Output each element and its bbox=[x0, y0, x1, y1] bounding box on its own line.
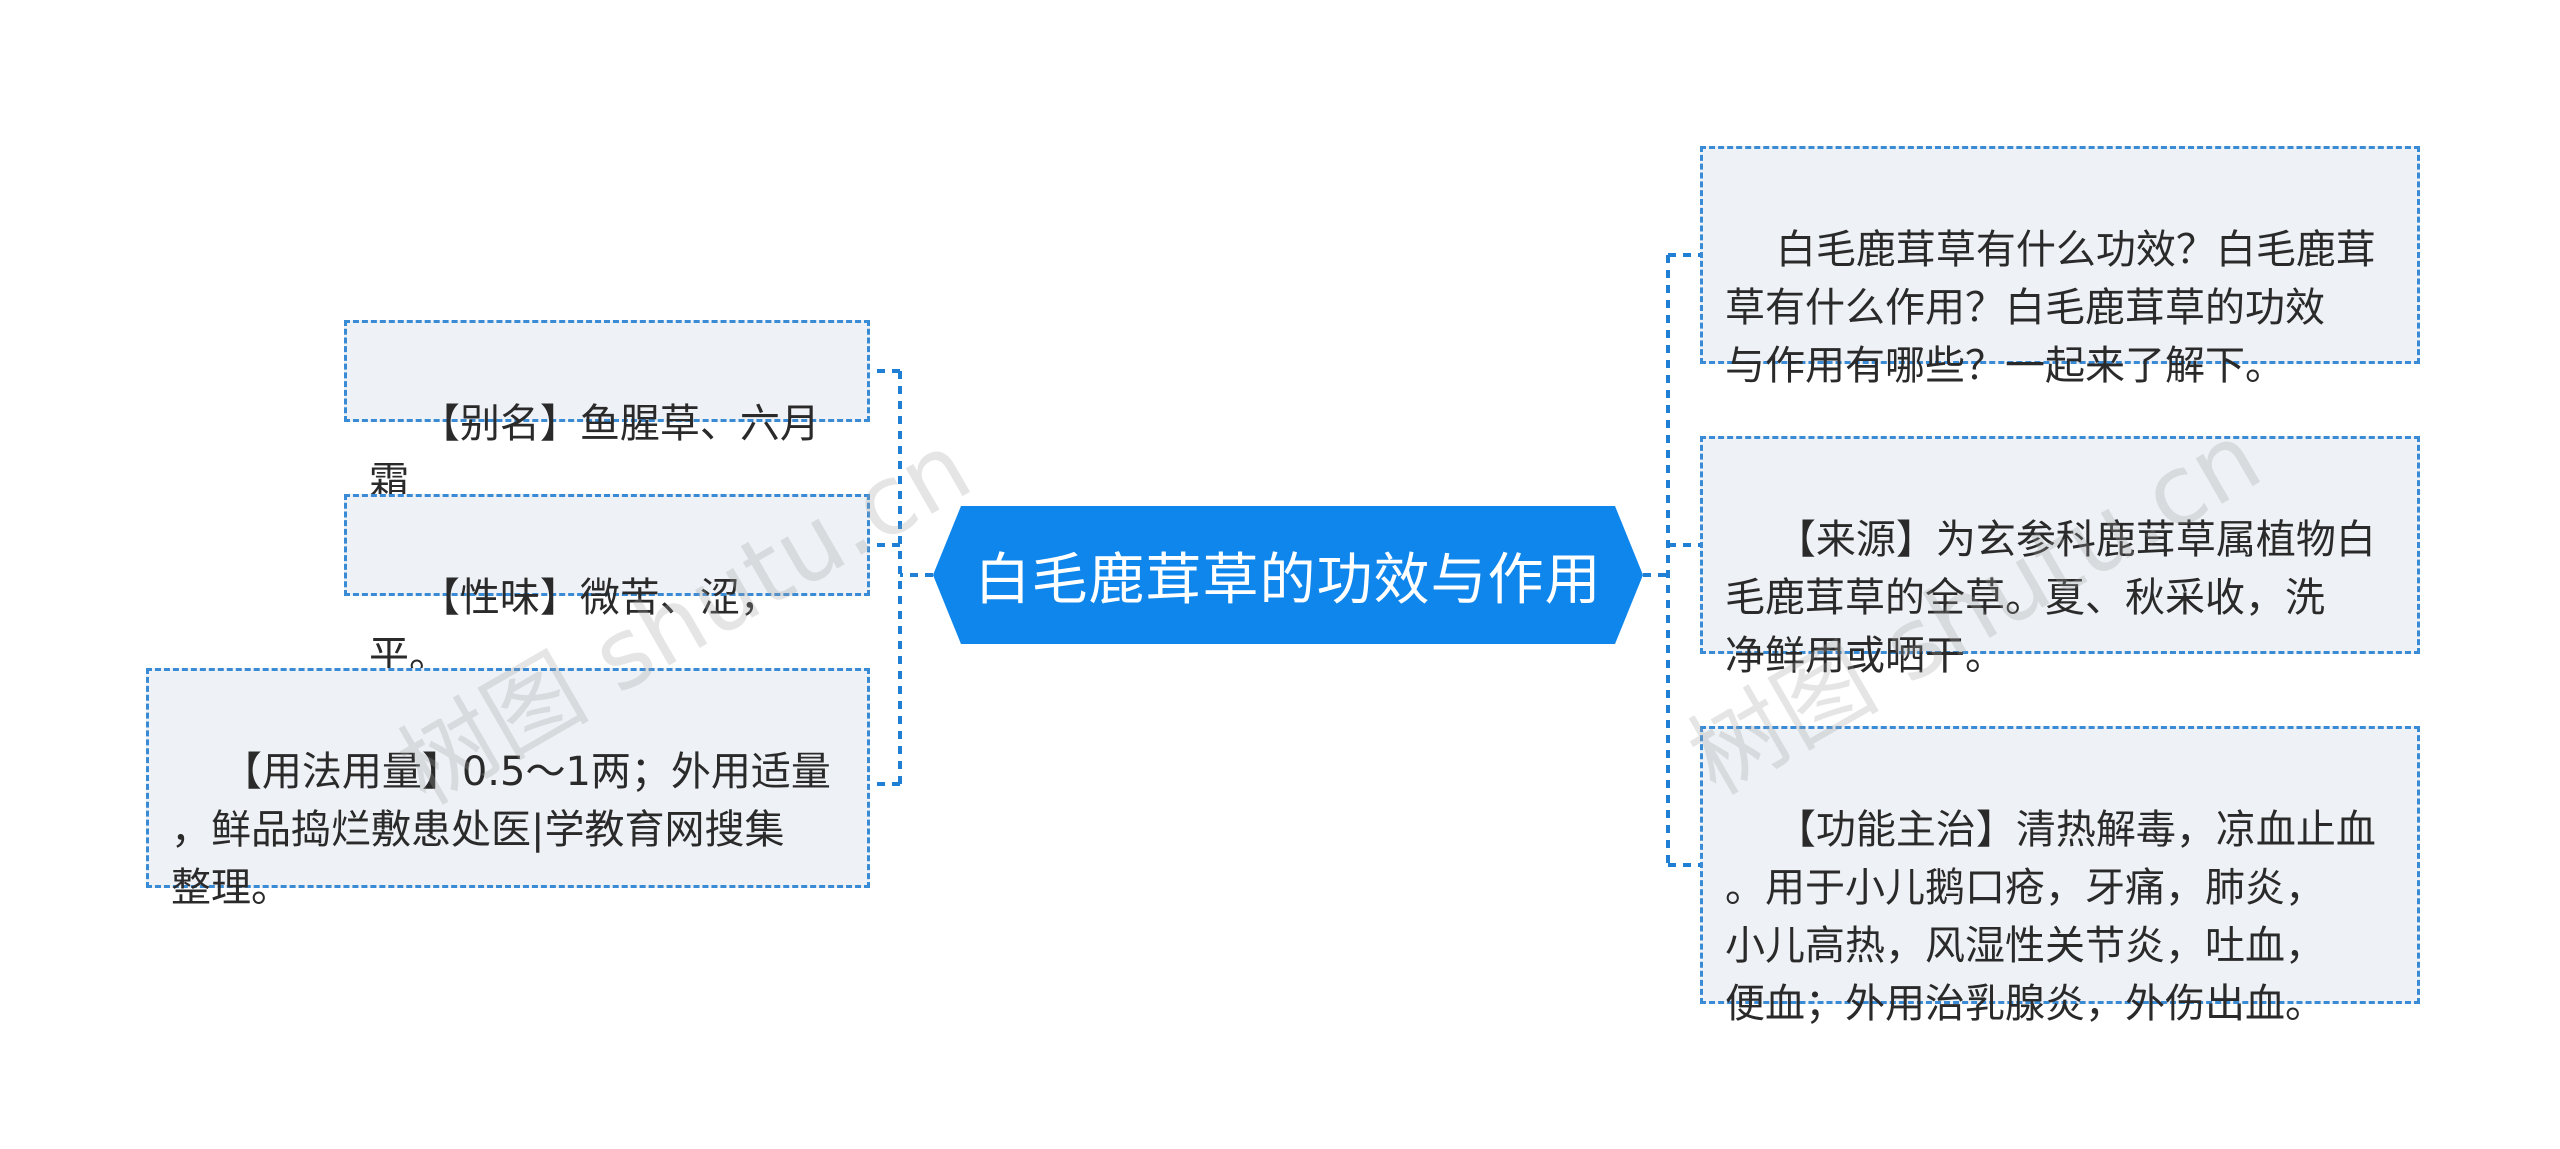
topic-usage-dosage[interactable]: 【用法用量】0.5～1两；外用适量 ，鲜品捣烂敷患处医|学教育网搜集 整理。 bbox=[146, 668, 870, 911]
topic-intro[interactable]: 白毛鹿茸草有什么功效？白毛鹿茸 草有什么作用？白毛鹿茸草的功效 与作用有哪些？一… bbox=[1700, 146, 2420, 389]
topic-taste[interactable]: 【性味】微苦、涩，平。 bbox=[344, 494, 870, 679]
topic-source[interactable]: 【来源】为玄参科鹿茸草属植物白 毛鹿茸草的全草。夏、秋采收，洗 净鲜用或晒干。 bbox=[1700, 436, 2420, 679]
topic-intro-text: 白毛鹿茸草有什么功效？白毛鹿茸 草有什么作用？白毛鹿茸草的功效 与作用有哪些？一… bbox=[1725, 227, 2376, 389]
topic-indications-text: 【功能主治】清热解毒，凉血止血 。用于小儿鹅口疮，牙痛，肺炎， 小儿高热，风湿性… bbox=[1725, 807, 2376, 1027]
topic-source-text: 【来源】为玄参科鹿茸草属植物白 毛鹿茸草的全草。夏、秋采收，洗 净鲜用或晒干。 bbox=[1725, 517, 2376, 679]
topic-usage-dosage-text: 【用法用量】0.5～1两；外用适量 ，鲜品捣烂敷患处医|学教育网搜集 整理。 bbox=[171, 749, 831, 911]
root-topic-label: 白毛鹿茸草的功效与作用 bbox=[974, 547, 1602, 613]
topic-alias[interactable]: 【别名】鱼腥草、六月霜 bbox=[344, 320, 870, 505]
root-topic[interactable]: 白毛鹿茸草的功效与作用 bbox=[933, 506, 1643, 644]
topic-alias-text: 【别名】鱼腥草、六月霜 bbox=[369, 401, 820, 505]
topic-indications[interactable]: 【功能主治】清热解毒，凉血止血 。用于小儿鹅口疮，牙痛，肺炎， 小儿高热，风湿性… bbox=[1700, 726, 2420, 1027]
